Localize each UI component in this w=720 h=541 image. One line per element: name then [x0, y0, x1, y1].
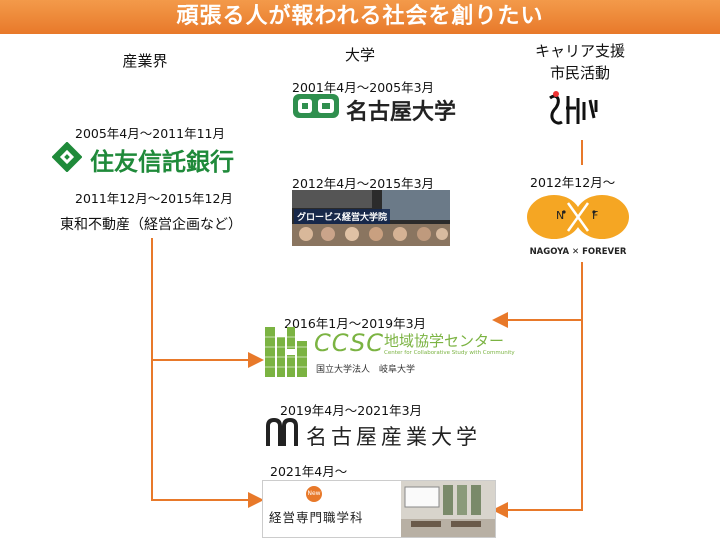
- column-header-university: 大学: [344, 46, 375, 64]
- npo-logo-icon: [544, 88, 604, 132]
- ccsc-logo-icon: [265, 327, 309, 377]
- sumitomo-name: 住友信託銀行: [90, 148, 234, 176]
- globis-banner-image: グロービス経営大学院: [292, 190, 450, 246]
- globis-period: 2012年4月～2015年3月: [292, 176, 435, 191]
- arrow-career-to-ccsc: [492, 262, 583, 328]
- arrow-career-to-school: [492, 320, 583, 518]
- towa-name: 東和不動産（経営企画など）: [60, 217, 242, 233]
- nxf-logo-icon: N F: [526, 193, 630, 245]
- nxf-letter-n: N: [556, 209, 565, 222]
- arrow-industry-to-ccsc: [151, 238, 264, 368]
- ccsc-period: 2016年1月～2019年3月: [284, 316, 427, 331]
- ccsc-abbr: CCSC: [314, 329, 384, 357]
- towa-period: 2011年12月～2015年12月: [75, 191, 233, 206]
- nagoya-univ-period: 2001年4月～2005年3月: [292, 80, 435, 95]
- column-header-career-line1: キャリア支援: [534, 42, 625, 60]
- sumitomo-logo-icon: [51, 141, 83, 173]
- column-header-industry: 産業界: [122, 52, 168, 70]
- nagoya-univ-name: 名古屋大学: [346, 100, 457, 125]
- nsu-period: 2019年4月～2021年3月: [280, 403, 423, 418]
- column-header-career-line2: 市民活動: [549, 64, 610, 82]
- classroom-photo: [401, 481, 495, 537]
- ccsc-sub-en: Center for Collaborative Study with Comm…: [384, 350, 515, 356]
- school-banner: New 経営専門職学科: [262, 480, 496, 538]
- sumitomo-period: 2005年4月～2011年11月: [75, 126, 225, 141]
- globis-name: グロービス経営大学院: [294, 209, 391, 224]
- school-period: 2021年4月～: [270, 464, 348, 479]
- nxf-period: 2012年12月～: [530, 175, 616, 190]
- ccsc-sub-jp: 国立大学法人 岐阜大学: [316, 365, 416, 375]
- nsu-logo-icon: [265, 417, 299, 448]
- title-bar: [0, 0, 720, 34]
- nsu-name: 名古屋産業大学: [306, 425, 481, 449]
- arrow-industry-to-school: [151, 360, 264, 508]
- new-badge: New: [306, 486, 322, 502]
- nxf-caption: NAGOYA ✕ FOREVER: [529, 247, 627, 257]
- page-title: 頑張る人が報われる社会を創りたい: [176, 4, 544, 29]
- school-name: 経営専門職学科: [269, 510, 364, 525]
- nxf-letter-f: F: [592, 209, 599, 222]
- nagoya-univ-logo-icon: [292, 93, 340, 119]
- ccsc-name: 地域協学センター: [384, 332, 505, 350]
